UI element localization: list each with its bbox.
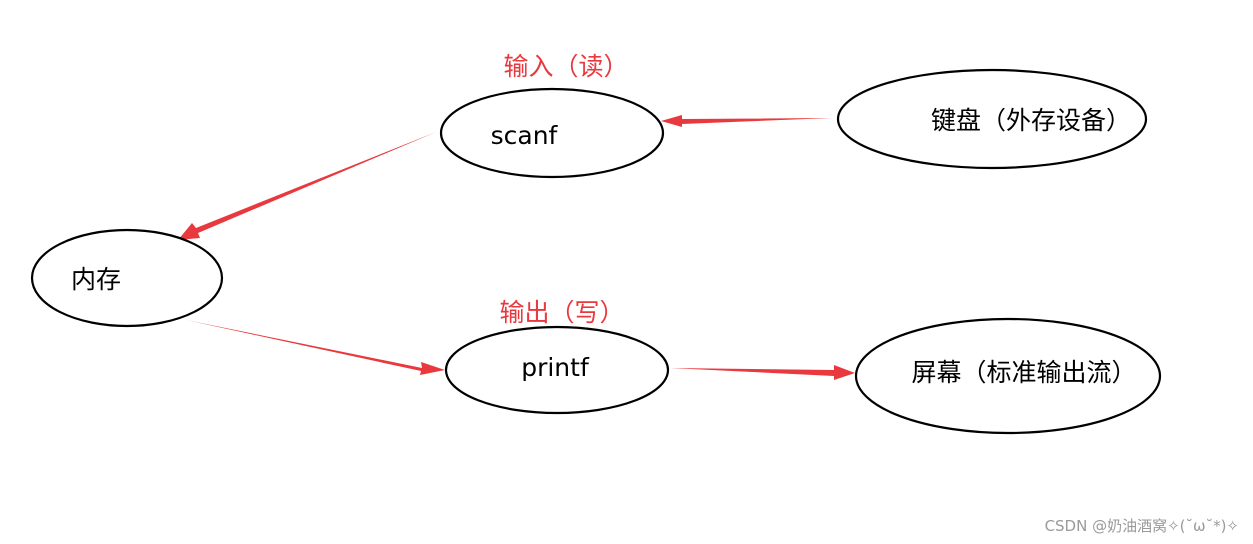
node-screen: 屏幕（标准输出流） (854, 317, 1162, 435)
node-scanf: scanf (439, 87, 665, 179)
node-memory-label: 内存 (71, 265, 121, 294)
arrow-scanf-to-memory (178, 132, 436, 240)
node-screen-label: 屏幕（标准输出流） (911, 358, 1136, 387)
csdn-watermark: CSDN @奶油酒窝✧(˘ω˘*)✧ (1044, 517, 1239, 535)
arrows-group (178, 115, 855, 380)
arrow-memory-to-printf (186, 320, 445, 375)
node-printf: printf (444, 325, 670, 415)
node-printf-label: printf (521, 353, 590, 382)
arrow-printf-to-screen (670, 365, 855, 380)
edge-label-output: 输出（写） (499, 298, 624, 327)
node-keyboard: 键盘（外存设备） (836, 68, 1148, 170)
edge-label-input: 输入（读） (503, 52, 628, 81)
node-scanf-label: scanf (491, 121, 559, 150)
arrow-keyboard-to-scanf (661, 115, 832, 127)
node-keyboard-label: 键盘（外存设备） (931, 106, 1131, 135)
node-memory: 内存 (30, 228, 224, 328)
